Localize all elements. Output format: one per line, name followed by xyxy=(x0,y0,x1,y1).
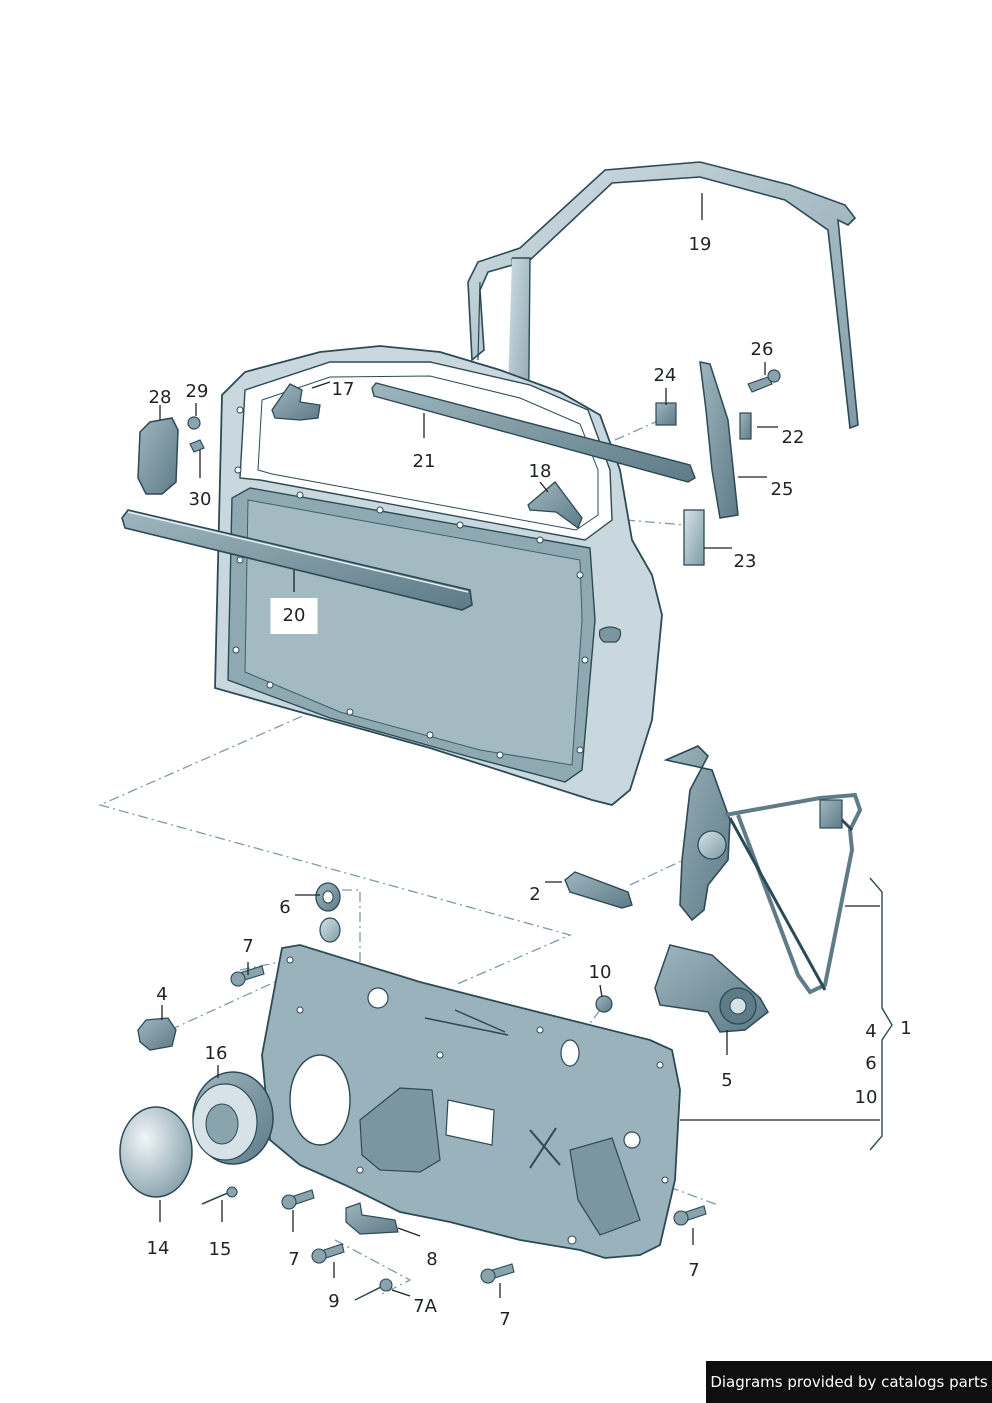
callout-8: 8 xyxy=(426,1249,438,1270)
callout-14: 14 xyxy=(146,1238,170,1259)
screw-30 xyxy=(189,439,205,453)
door-handle-28 xyxy=(137,417,179,495)
door-module-panel xyxy=(261,944,681,1259)
bracket-18 xyxy=(527,481,583,530)
callout-7a: 7 xyxy=(242,936,254,957)
callout-28: 28 xyxy=(148,387,172,408)
outer-window-strip xyxy=(121,509,473,611)
callout-10b: 10 xyxy=(854,1087,878,1108)
callout-29: 29 xyxy=(185,381,209,402)
speaker-16 xyxy=(192,1071,274,1165)
leader-lines xyxy=(159,193,880,1298)
group-bracket-1 xyxy=(869,877,893,1151)
callout-10a: 10 xyxy=(588,962,612,983)
callout-30: 30 xyxy=(188,489,212,510)
callout-4a: 4 xyxy=(156,984,168,1005)
clip-24 xyxy=(655,402,677,426)
callout-22: 22 xyxy=(781,427,805,448)
bolt-26 xyxy=(747,369,781,393)
callout-26: 26 xyxy=(750,339,774,360)
cover-23 xyxy=(683,509,705,566)
door-shell xyxy=(214,345,663,806)
callout-4b: 4 xyxy=(865,1021,877,1042)
callout-16: 16 xyxy=(204,1043,228,1064)
callout-7b: 7 xyxy=(288,1249,300,1270)
callout-5: 5 xyxy=(721,1070,733,1091)
callout-2: 2 xyxy=(529,884,541,905)
callout-25: 25 xyxy=(770,479,794,500)
callout-20: 20 xyxy=(270,598,318,634)
callout-7A: 7A xyxy=(413,1296,437,1317)
callout-24: 24 xyxy=(653,365,677,386)
fastener-10 xyxy=(595,995,613,1013)
bolts-7 xyxy=(230,965,707,1284)
cover-22 xyxy=(739,412,752,440)
callout-6a: 6 xyxy=(279,897,291,918)
bracket-8 xyxy=(345,1202,399,1235)
callout-7c: 7 xyxy=(499,1309,511,1330)
fastener-4 xyxy=(137,1017,177,1051)
grommet-6 xyxy=(315,882,341,943)
speaker-cover-14 xyxy=(119,1106,193,1198)
guide-rail-25 xyxy=(699,361,739,519)
callout-7d: 7 xyxy=(688,1260,700,1281)
rivet-15 xyxy=(201,1186,238,1205)
callout-21: 21 xyxy=(412,451,436,472)
callout-6b: 6 xyxy=(865,1053,877,1074)
callout-1: 1 xyxy=(900,1018,912,1039)
callout-9: 9 xyxy=(328,1291,340,1312)
bracket-17 xyxy=(271,383,321,421)
callout-15: 15 xyxy=(208,1239,232,1260)
rivet-7A xyxy=(354,1278,393,1301)
callout-17: 17 xyxy=(331,379,355,400)
window-regulator xyxy=(663,745,863,995)
callout-18: 18 xyxy=(528,461,552,482)
inner-window-strip xyxy=(371,382,696,483)
window-motor-5 xyxy=(654,944,769,1033)
crank-2 xyxy=(564,871,633,909)
screw-29 xyxy=(187,416,201,430)
callout-19: 19 xyxy=(688,234,712,255)
callout-23: 23 xyxy=(733,551,757,572)
attribution-footer: Diagrams provided by catalogs parts xyxy=(706,1361,992,1403)
